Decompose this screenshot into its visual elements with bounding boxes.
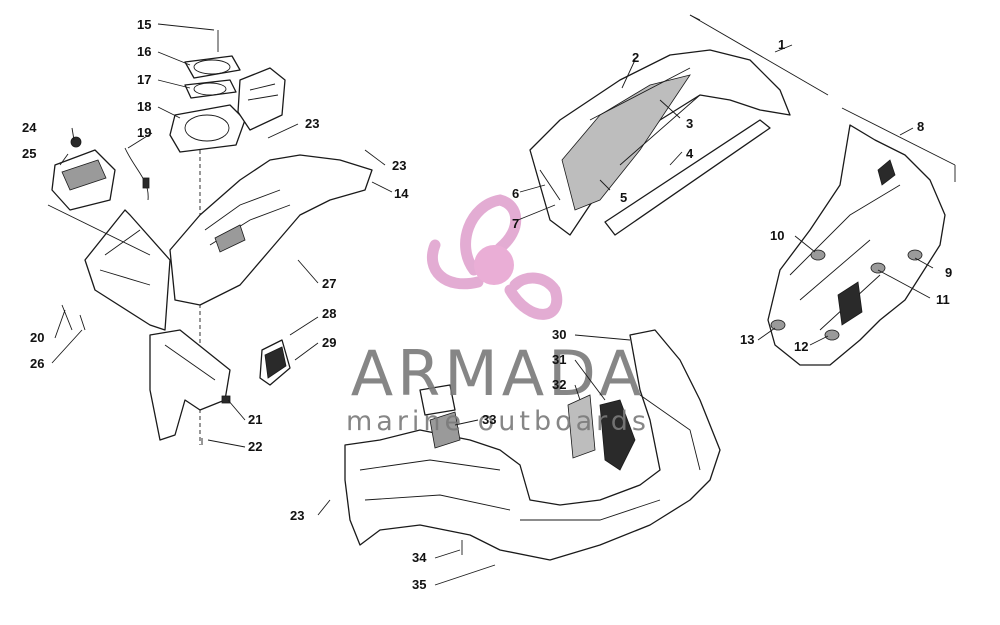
callout-12: 12: [794, 339, 808, 354]
side-panel: [84, 209, 171, 331]
side-panel-8: [767, 124, 946, 366]
callout-labels: 1 2 3 4 5 6 7 8 9 10 11 12 13 14 15 16 1…: [22, 17, 952, 592]
trim-strip-4: [604, 119, 771, 236]
callout-19: 19: [137, 125, 151, 140]
callout-9: 9: [945, 265, 952, 280]
propeller-hub: [474, 245, 514, 285]
vent-grille: [837, 281, 863, 326]
upper-dash-panel: [237, 67, 286, 131]
grille-32: [567, 394, 596, 459]
side-panel-assembly: [767, 107, 956, 366]
callout-leaders: [51, 23, 934, 586]
callout-14: 14: [394, 186, 409, 201]
callout-1: 1: [778, 37, 785, 52]
grommet-10: [810, 249, 826, 261]
callout-7: 7: [512, 216, 519, 231]
callout-5: 5: [620, 190, 627, 205]
callout-29: 29: [322, 335, 336, 350]
gasket-ring-17: [184, 79, 237, 99]
callout-21: 21: [248, 412, 262, 427]
belly-pan-assembly: [344, 329, 721, 561]
callout-3: 3: [686, 116, 693, 131]
callout-23b: 23: [392, 158, 406, 173]
hood-assembly: [529, 14, 829, 236]
callout-27: 27: [322, 276, 336, 291]
gasket-ring-16: [184, 55, 241, 79]
lower-dash-panel: [149, 329, 231, 441]
watermark: ARMADA marine outboards: [346, 194, 650, 437]
belly-pan: [344, 329, 721, 561]
callout-32: 32: [552, 377, 566, 392]
callout-23a: 23: [305, 116, 319, 131]
vent-31: [599, 399, 636, 471]
callout-8: 8: [917, 119, 924, 134]
callout-4: 4: [686, 146, 694, 161]
dash-shell: [169, 154, 373, 306]
grommet-13: [770, 319, 786, 331]
nut-24: [70, 136, 82, 148]
propeller-blade-left: [426, 239, 484, 290]
grommet-12: [824, 329, 840, 341]
callout-24: 24: [22, 120, 37, 135]
callout-2: 2: [632, 50, 639, 65]
grommet-9: [907, 249, 923, 261]
callout-25: 25: [22, 146, 36, 161]
callout-28: 28: [322, 306, 336, 321]
callout-10: 10: [770, 228, 784, 243]
callout-16: 16: [137, 44, 151, 59]
callout-6: 6: [512, 186, 519, 201]
callout-34: 34: [412, 550, 427, 565]
callout-23c: 23: [290, 508, 304, 523]
callout-22: 22: [248, 439, 262, 454]
clip-21: [221, 395, 231, 404]
callout-17: 17: [137, 72, 151, 87]
propeller-blade-top: [460, 194, 522, 276]
callout-20: 20: [30, 330, 44, 345]
hood-panel-1: [529, 49, 791, 236]
callout-30: 30: [552, 327, 566, 342]
watermark-brand: ARMADA: [351, 337, 645, 410]
watermark-tagline: marine outboards: [346, 406, 650, 437]
propeller-blade-right: [504, 272, 563, 320]
callout-13: 13: [740, 332, 754, 347]
callout-33: 33: [482, 412, 496, 427]
callout-18: 18: [137, 99, 151, 114]
propeller-logo: [426, 194, 563, 320]
callout-35: 35: [412, 577, 426, 592]
callout-26: 26: [30, 356, 44, 371]
callout-31: 31: [552, 352, 566, 367]
mount-plate-18: [169, 104, 246, 153]
left-dash-assembly: [47, 30, 373, 445]
callout-11: 11: [936, 292, 950, 307]
callout-15: 15: [137, 17, 151, 32]
